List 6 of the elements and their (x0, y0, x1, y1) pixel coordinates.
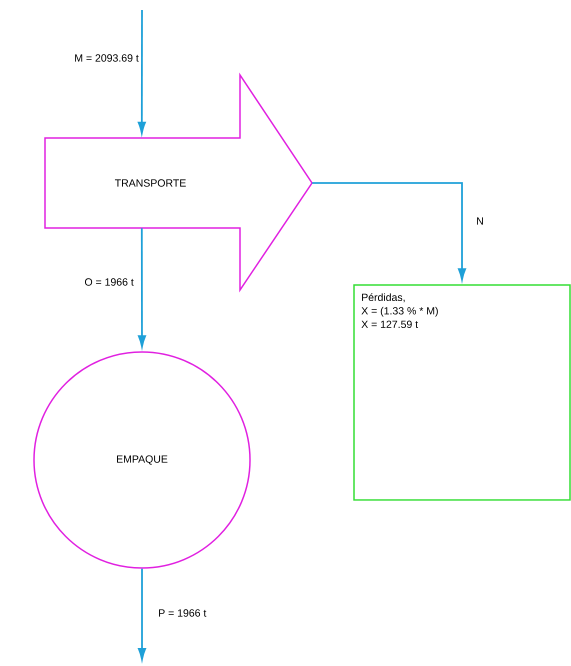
edge-label: O = 1966 t (83, 277, 135, 287)
result-box: Pérdidas, X = (1.33 % * M) X = 127.59 t (353, 284, 571, 501)
edge-label: M = 2093.69 t (73, 53, 140, 63)
flow-arrow (138, 568, 146, 660)
edge-label: P = 1966 t (157, 608, 208, 618)
edge-label: N (475, 216, 485, 226)
